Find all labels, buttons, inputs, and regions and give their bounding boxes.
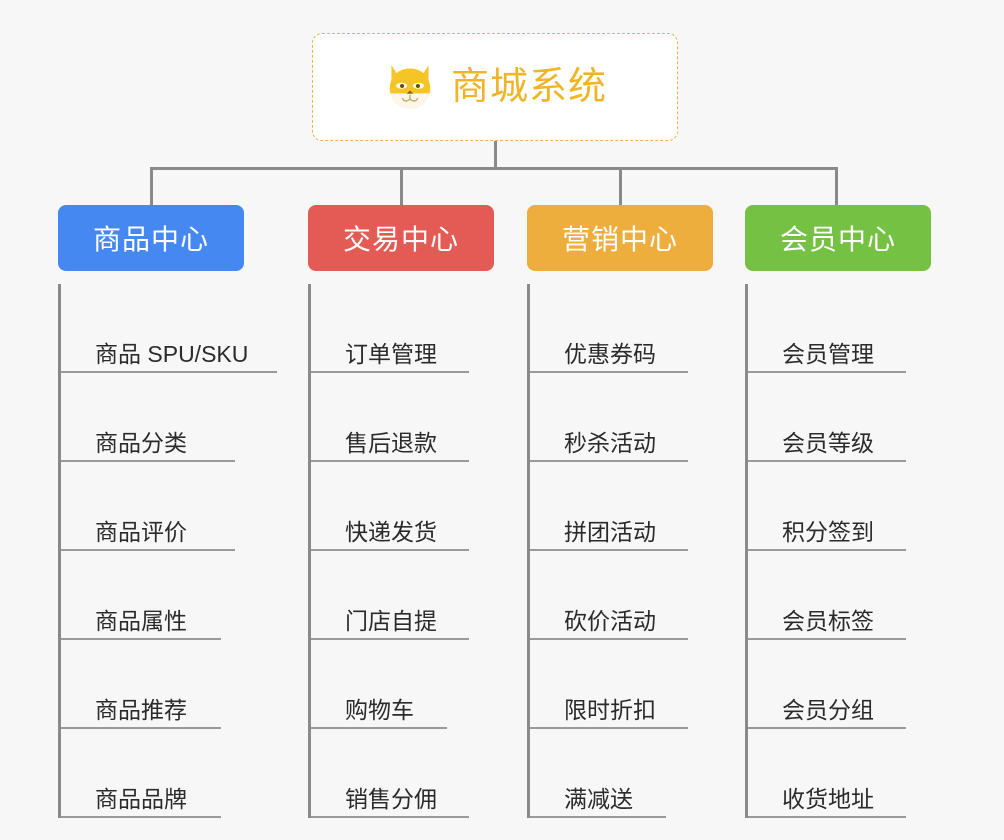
leaf-label: 售后退款 — [345, 429, 437, 456]
leaf-list-1: 商品 SPU/SKU 商品分类 商品评价 商品属性 商品推荐 商品品牌 — [58, 284, 277, 818]
leaf-list-4: 会员管理 会员等级 积分签到 会员标签 会员分组 收货地址 — [745, 284, 931, 818]
list-item[interactable]: 收货地址 — [748, 729, 931, 818]
branch-header-label-3: 营销中心 — [561, 224, 678, 255]
leaf-label: 会员标签 — [782, 607, 874, 634]
leaf-label: 订单管理 — [345, 340, 437, 367]
branch-header-3[interactable]: 营销中心 — [527, 205, 713, 271]
leaf-label: 秒杀活动 — [564, 429, 656, 456]
connector-drop-3 — [619, 167, 622, 205]
connector-drop-4 — [835, 167, 838, 205]
leaf-label: 商品品牌 — [95, 785, 187, 812]
leaf-label: 优惠券码 — [564, 340, 656, 367]
leaf-label: 砍价活动 — [564, 607, 656, 634]
leaf-label: 购物车 — [345, 696, 414, 723]
leaf-label: 会员分组 — [782, 696, 874, 723]
list-item[interactable]: 商品品牌 — [61, 729, 244, 818]
list-item[interactable]: 商品 SPU/SKU — [61, 284, 277, 373]
list-item[interactable]: 订单管理 — [311, 284, 494, 373]
list-item[interactable]: 购物车 — [311, 640, 494, 729]
leaf-label: 会员等级 — [782, 429, 874, 456]
leaf-label: 限时折扣 — [564, 696, 656, 723]
branch-header-label-1: 商品中心 — [92, 224, 209, 255]
leaf-label: 拼团活动 — [564, 518, 656, 545]
leaf-label: 积分签到 — [782, 518, 874, 545]
branch-column-4: 会员中心 会员管理 会员等级 积分签到 会员标签 会员分组 收货地址 — [745, 205, 931, 818]
connector-horizontal-bus — [150, 167, 838, 170]
list-item[interactable]: 销售分佣 — [311, 729, 494, 818]
leaf-label: 满减送 — [564, 785, 633, 812]
connector-drop-2 — [400, 167, 403, 205]
list-item[interactable]: 会员管理 — [748, 284, 931, 373]
shiba-dog-face-icon — [389, 65, 431, 109]
branch-column-1: 商品中心 商品 SPU/SKU 商品分类 商品评价 商品属性 商品推荐 商品品牌 — [58, 205, 277, 818]
list-item[interactable]: 商品评价 — [61, 462, 244, 551]
list-item[interactable]: 商品分类 — [61, 373, 244, 462]
branch-header-1[interactable]: 商品中心 — [58, 205, 244, 271]
leaf-list-3: 优惠券码 秒杀活动 拼团活动 砍价活动 限时折扣 满减送 — [527, 284, 713, 818]
connector-root-stem — [494, 141, 497, 169]
leaf-label: 商品推荐 — [95, 696, 187, 723]
list-item[interactable]: 秒杀活动 — [530, 373, 713, 462]
leaf-label: 门店自提 — [345, 607, 437, 634]
list-item[interactable]: 商品属性 — [61, 551, 244, 640]
leaf-label: 商品 SPU/SKU — [95, 340, 249, 367]
list-item[interactable]: 限时折扣 — [530, 640, 713, 729]
list-item[interactable]: 门店自提 — [311, 551, 494, 640]
leaf-label: 销售分佣 — [345, 785, 437, 812]
branch-header-label-2: 交易中心 — [342, 224, 459, 255]
branch-column-3: 营销中心 优惠券码 秒杀活动 拼团活动 砍价活动 限时折扣 满减送 — [527, 205, 713, 818]
list-item[interactable]: 商品推荐 — [61, 640, 244, 729]
connector-drop-1 — [150, 167, 153, 205]
leaf-label: 商品评价 — [95, 518, 187, 545]
leaf-label: 收货地址 — [782, 785, 874, 812]
branch-column-2: 交易中心 订单管理 售后退款 快递发货 门店自提 购物车 销售分佣 — [308, 205, 494, 818]
root-title: 商城系统 — [450, 66, 607, 108]
list-item[interactable]: 积分签到 — [748, 462, 931, 551]
list-item[interactable]: 砍价活动 — [530, 551, 713, 640]
leaf-label: 商品属性 — [95, 607, 187, 634]
leaf-label: 会员管理 — [782, 340, 874, 367]
branch-header-2[interactable]: 交易中心 — [308, 205, 494, 271]
list-item[interactable]: 售后退款 — [311, 373, 494, 462]
leaf-label: 商品分类 — [95, 429, 187, 456]
list-item[interactable]: 优惠券码 — [530, 284, 713, 373]
root-node[interactable]: 商城系统 — [312, 33, 678, 141]
list-item[interactable]: 会员等级 — [748, 373, 931, 462]
leaf-label: 快递发货 — [345, 518, 437, 545]
list-item[interactable]: 会员分组 — [748, 640, 931, 729]
list-item[interactable]: 会员标签 — [748, 551, 931, 640]
leaf-list-2: 订单管理 售后退款 快递发货 门店自提 购物车 销售分佣 — [308, 284, 494, 818]
branch-header-label-4: 会员中心 — [779, 224, 896, 255]
list-item[interactable]: 拼团活动 — [530, 462, 713, 551]
branch-header-4[interactable]: 会员中心 — [745, 205, 931, 271]
list-item[interactable]: 满减送 — [530, 729, 713, 818]
list-item[interactable]: 快递发货 — [311, 462, 494, 551]
